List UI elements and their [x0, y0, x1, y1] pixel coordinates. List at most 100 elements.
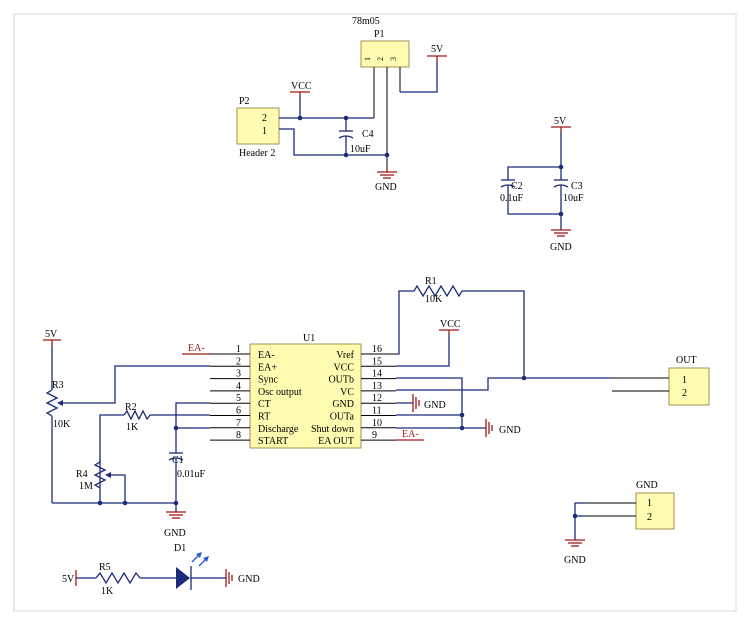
- u1-pin-number: 13: [372, 381, 382, 392]
- net-label-5v: 5V: [431, 44, 444, 55]
- u1-pin-name: EA+: [258, 362, 277, 373]
- u1-pin-name: VCC: [333, 362, 354, 373]
- c1-ref-label: C1: [172, 455, 184, 466]
- u1-pin-number: 16: [372, 344, 382, 355]
- ea-flags: EA- EA-: [182, 343, 424, 441]
- u1-pin-name: VC: [340, 387, 354, 398]
- c2-ref-label: C2: [511, 181, 523, 192]
- gnd-label-p1: GND: [375, 182, 397, 193]
- p2-ref-label: P2: [239, 96, 250, 107]
- net-label-5v-led: 5V: [62, 574, 75, 585]
- p2-pin-2: 2: [262, 113, 267, 124]
- r3-value-label: 10K: [53, 419, 71, 430]
- u1-pin-number: 2: [236, 356, 241, 367]
- u1-pin-number: 6: [236, 406, 241, 417]
- u1-pin-number: 9: [372, 430, 377, 441]
- gnd-connector: GND 1 2 GND: [564, 480, 675, 566]
- gnd-conn-pin-2: 2: [647, 512, 652, 523]
- net-label-5v-caps: 5V: [554, 116, 567, 127]
- net-label-vcc-u1: VCC: [440, 319, 461, 330]
- c4-value-label: 10uF: [350, 144, 371, 155]
- p2-body: [236, 107, 280, 145]
- gnd-label-u1-12: GND: [424, 400, 446, 411]
- gnd-symbol-p1: GND: [375, 168, 397, 193]
- r4-ref-label: R4: [76, 469, 88, 480]
- out-conn-body: [668, 367, 710, 406]
- p1-pin-3: 3: [389, 57, 398, 61]
- p1-pin-2: 2: [376, 57, 385, 61]
- gnd-conn-ref-label: GND: [636, 480, 658, 491]
- c3-value-label: 10uF: [563, 193, 584, 204]
- p2-pin-1: 1: [262, 126, 267, 137]
- u1-pin-number: 10: [372, 418, 382, 429]
- gnd-label-led: GND: [238, 574, 260, 585]
- ea-minus-flag-left: EA-: [188, 343, 205, 354]
- gnd-label-conn: GND: [564, 555, 586, 566]
- r1-value-label: 10K: [425, 294, 443, 305]
- p1-part-label: 78m05: [352, 16, 380, 27]
- p2-header: P2 2 1 Header 2: [236, 96, 280, 159]
- u1-pin-name: Shut down: [311, 424, 354, 435]
- u1-pin-number: 11: [372, 406, 382, 417]
- gnd-label-u1-10: GND: [499, 425, 521, 436]
- u1-pin-number: 8: [236, 430, 241, 441]
- u1-pin-name: Sync: [258, 375, 279, 386]
- c1-value-label: 0.01uF: [177, 469, 206, 480]
- net-label-5v-r3: 5V: [45, 329, 58, 340]
- u1-pin-name: Discharge: [258, 424, 299, 435]
- u1-pin-name: START: [258, 436, 288, 447]
- u1-pin-name: OUTa: [330, 412, 355, 423]
- sheet-frame: [13, 13, 737, 612]
- r5-ref-label: R5: [99, 562, 111, 573]
- p2-name-label: Header 2: [239, 148, 275, 159]
- u1-pin-name: Osc output: [258, 387, 302, 398]
- u1-pin-number: 15: [372, 356, 382, 367]
- r3-ref-label: R3: [52, 380, 64, 391]
- led-indicator: 5V R5 1K D1 GND: [62, 543, 260, 597]
- p1-pin-1: 1: [363, 57, 372, 61]
- gnd-label-c1: GND: [164, 528, 186, 539]
- gnd-label-caps: GND: [550, 242, 572, 253]
- gnd-conn-pin-1: 1: [647, 498, 652, 509]
- u1-pin-name: OUTb: [328, 375, 354, 386]
- u1-pin-name: EA-: [258, 350, 275, 361]
- u1-pin-number: 5: [236, 393, 241, 404]
- u1-pin-name: GND: [332, 399, 354, 410]
- c3-ref-label: C3: [571, 181, 583, 192]
- p1-body: [360, 40, 410, 68]
- p1-regulator: 78m05 P1 1 2 3: [352, 16, 410, 168]
- r1-ref-label: R1: [425, 276, 437, 287]
- c2-value-label: 0.1uF: [500, 193, 524, 204]
- c4-ref-label: C4: [362, 129, 374, 140]
- u1-left-wiring: 5V R3 10K R2 1K R4 1M C1 0.01uF GN: [43, 329, 210, 539]
- gnd-conn-body: [635, 492, 675, 530]
- d1-led-body: [176, 567, 190, 589]
- u1-pin-name: CT: [258, 399, 271, 410]
- u1-body: [249, 343, 362, 449]
- out-conn-ref-label: OUT: [676, 355, 697, 366]
- r1-resistor: R1 10K: [410, 276, 527, 381]
- net-label-vcc-p2: VCC: [291, 81, 312, 92]
- p1-ref-label: P1: [374, 29, 385, 40]
- u1-pin-name: EA OUT: [318, 436, 354, 447]
- u1-pin-name: Vref: [336, 350, 354, 361]
- r4-value-label: 1M: [79, 481, 93, 492]
- u1-right-wiring: VCC GND GND: [396, 290, 612, 437]
- r5-value-label: 1K: [101, 586, 114, 597]
- net-5v-p1: 5V: [400, 44, 447, 93]
- u1-pin-number: 3: [236, 369, 241, 380]
- u1-ref-label: U1: [303, 333, 315, 344]
- u1-pin-number: 4: [236, 381, 241, 392]
- u1-pin-number: 7: [236, 418, 241, 429]
- u1-pin-number: 1: [236, 344, 241, 355]
- p2-wiring: VCC C4 10uF: [279, 81, 390, 158]
- u1-pin-number: 14: [372, 369, 382, 380]
- out-conn-pin-1: 1: [682, 375, 687, 386]
- r2-value-label: 1K: [126, 422, 139, 433]
- u1-pin-number: 12: [372, 393, 382, 404]
- u1-pin-name: RT: [258, 412, 270, 423]
